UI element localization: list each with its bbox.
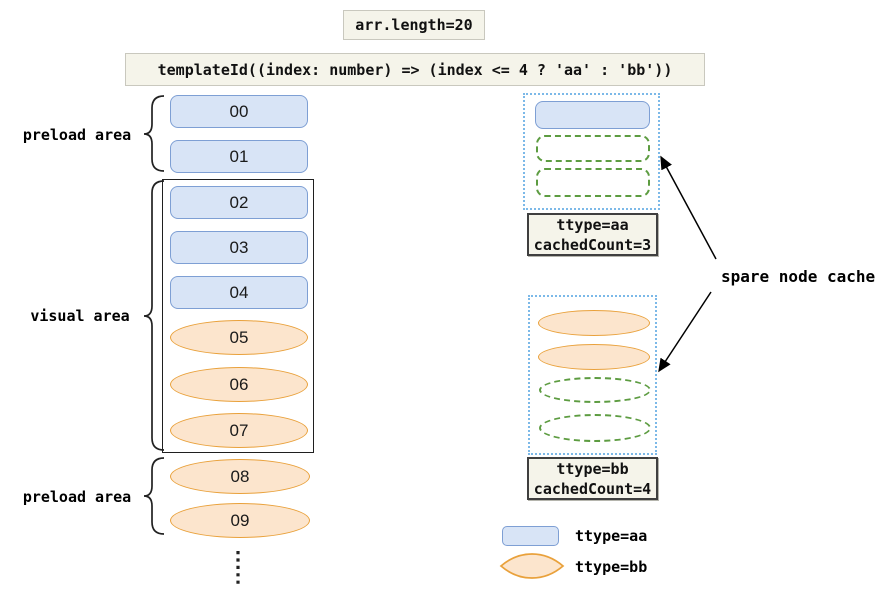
arrow-to-cache-bb xyxy=(658,291,712,373)
template-id-box: templateId((index: number) => (index <= … xyxy=(125,53,705,86)
preload-area-bottom-label: preload area xyxy=(22,488,132,506)
visual-area-label: visual area xyxy=(30,307,130,325)
legend-bb-swatch-lens-shape xyxy=(499,553,565,579)
cache-aa-ghost-node-1 xyxy=(536,135,650,162)
list-item-08: 08 xyxy=(170,459,310,494)
cache-aa-label-box: ttype=aa cachedCount=3 xyxy=(527,213,658,256)
visual-area-frame xyxy=(162,179,314,453)
cache-bb-ghost-node-2 xyxy=(539,414,651,442)
cache-aa-ttype: ttype=aa xyxy=(556,215,629,234)
legend-bb-label: ttype=bb xyxy=(575,558,648,576)
cache-aa-ghost-node-2 xyxy=(536,168,650,197)
spare-node-cache-annotation: spare node cache xyxy=(721,267,876,286)
cache-bb-label-box: ttype=bb cachedCount=4 xyxy=(527,457,658,500)
arrow-to-cache-aa xyxy=(660,155,717,260)
cache-aa-count: cachedCount=3 xyxy=(533,235,652,254)
brace-visual-area xyxy=(143,180,165,451)
brace-preload-bottom xyxy=(143,457,165,535)
list-item-00: 00 xyxy=(170,95,308,128)
cache-bb-solid-node-1 xyxy=(538,310,650,336)
cache-bb-ttype: ttype=bb xyxy=(556,459,629,478)
cache-bb-ghost-node-1 xyxy=(539,377,651,403)
list-item-07: 07 xyxy=(170,413,308,448)
legend-aa-swatch xyxy=(502,526,559,546)
list-item-05: 05 xyxy=(170,320,308,355)
legend-aa-label: ttype=aa xyxy=(575,527,648,545)
preload-area-top-label: preload area xyxy=(22,126,132,144)
arr-length-box: arr.length=20 xyxy=(343,10,485,40)
list-item-03: 03 xyxy=(170,231,308,264)
brace-preload-top xyxy=(143,95,165,172)
cache-bb-solid-node-2 xyxy=(538,344,650,370)
cache-aa-solid-node xyxy=(535,101,650,129)
list-item-06: 06 xyxy=(170,367,308,402)
list-item-09: 09 xyxy=(170,503,310,538)
list-item-04: 04 xyxy=(170,276,308,309)
cache-bb-count: cachedCount=4 xyxy=(533,479,652,498)
list-item-02: 02 xyxy=(170,186,308,219)
list-item-01: 01 xyxy=(170,140,308,173)
